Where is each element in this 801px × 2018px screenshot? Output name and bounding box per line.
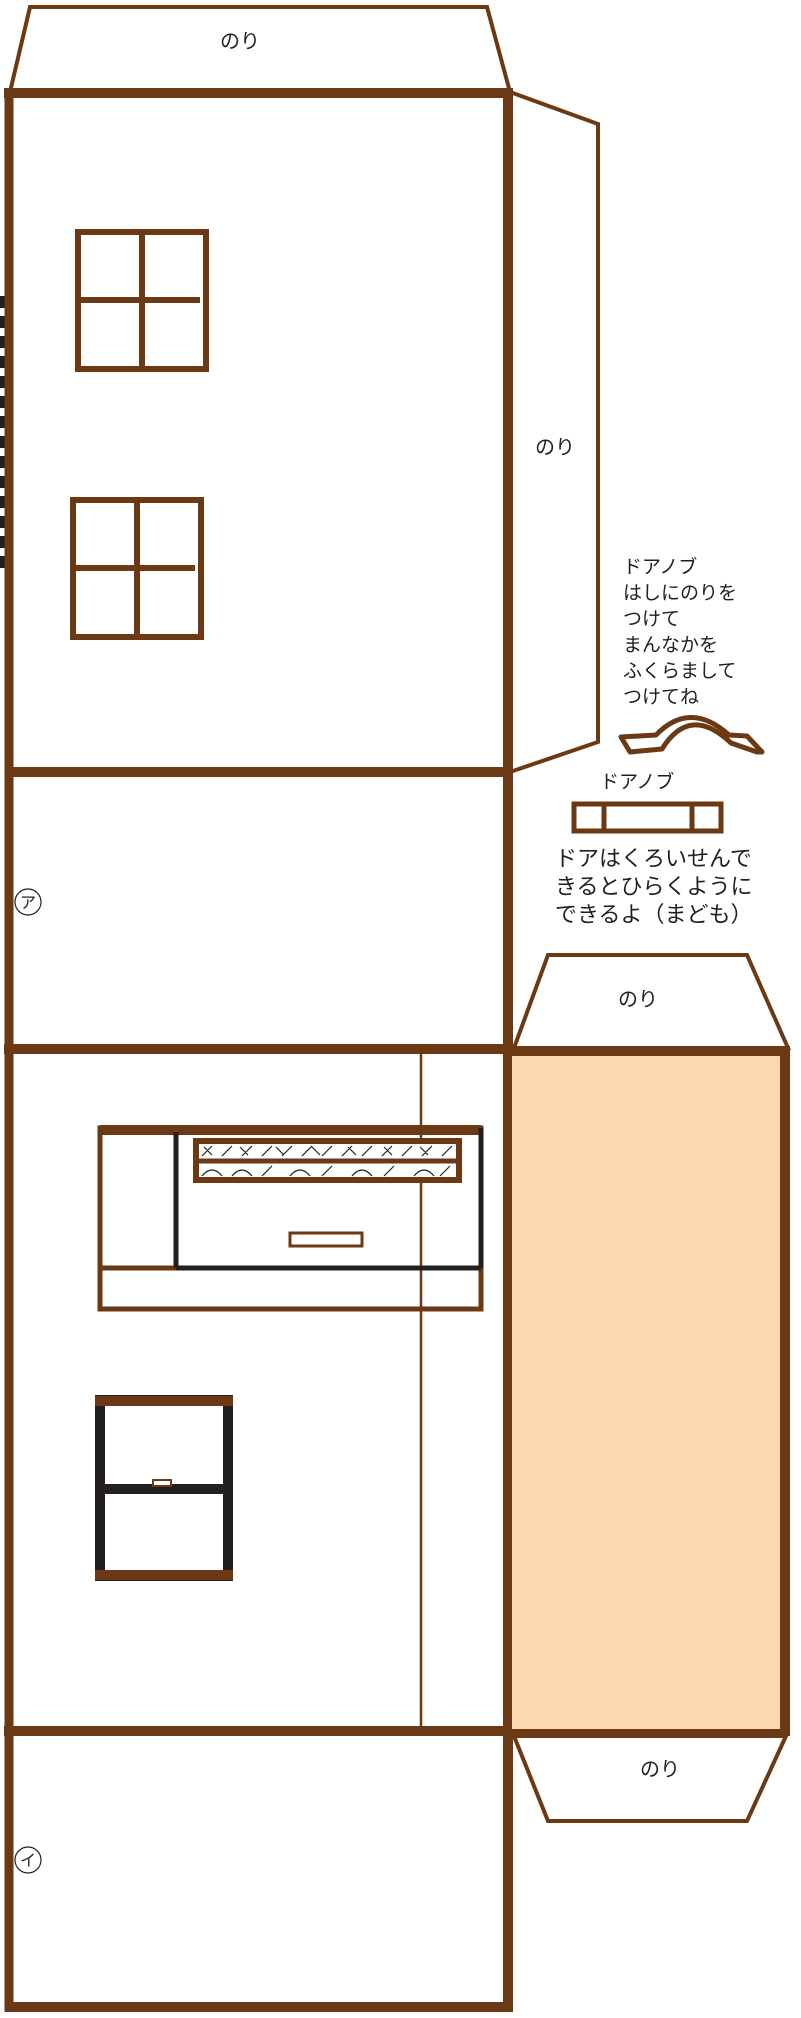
- svg-text:つけて: つけて: [623, 608, 680, 630]
- top-glue-flap: [7, 5, 513, 94]
- svg-text:つけてね: つけてね: [623, 686, 699, 708]
- small-bottom-glue-flap: [511, 1734, 790, 1823]
- window-upper-2: [70, 497, 204, 640]
- svg-text:まんなかを: まんなかを: [623, 634, 718, 656]
- knob-instructions: ドアノブ はしにのりを つけて まんなかを ふくらまして つけてね: [623, 555, 737, 708]
- peach-panel: [512, 1052, 785, 1729]
- door-knob-shape: [618, 715, 765, 755]
- window-ground: [95, 1395, 233, 1581]
- mail-slot: [288, 1231, 364, 1248]
- svg-text:きるとひらくように: きるとひらくように: [555, 875, 753, 900]
- storefront: [97, 1125, 484, 1312]
- door-note: ドアはくろいせんで きるとひらくように できるよ（まども）: [555, 847, 753, 928]
- svg-text:ふくらまして: ふくらまして: [623, 660, 736, 682]
- window-upper-1: [75, 229, 209, 372]
- right-glue-label: のり: [535, 435, 575, 459]
- small-top-glue-label: のり: [618, 987, 658, 1011]
- window-latch: [152, 1479, 172, 1487]
- svg-text:ドアノブ: ドアノブ: [623, 555, 697, 578]
- awning-pattern: [201, 1145, 453, 1177]
- knob-strip: [571, 801, 724, 834]
- small-bottom-glue-label: のり: [640, 1757, 680, 1781]
- svg-text:ドアはくろいせんで: ドアはくろいせんで: [555, 847, 752, 872]
- svg-text:できるよ（まども）: できるよ（まども）: [555, 903, 753, 928]
- top-glue-label: のり: [220, 29, 260, 53]
- marker-a-circle: [14, 888, 42, 916]
- svg-text:はしにのりを: はしにのりを: [623, 582, 737, 604]
- right-glue-flap: [508, 89, 600, 775]
- marker-a-label: ア: [20, 893, 36, 912]
- knob-strip-label: ドアノブ: [600, 770, 674, 793]
- marker-i-circle: [14, 1846, 42, 1874]
- marker-i-label: イ: [20, 1851, 36, 1870]
